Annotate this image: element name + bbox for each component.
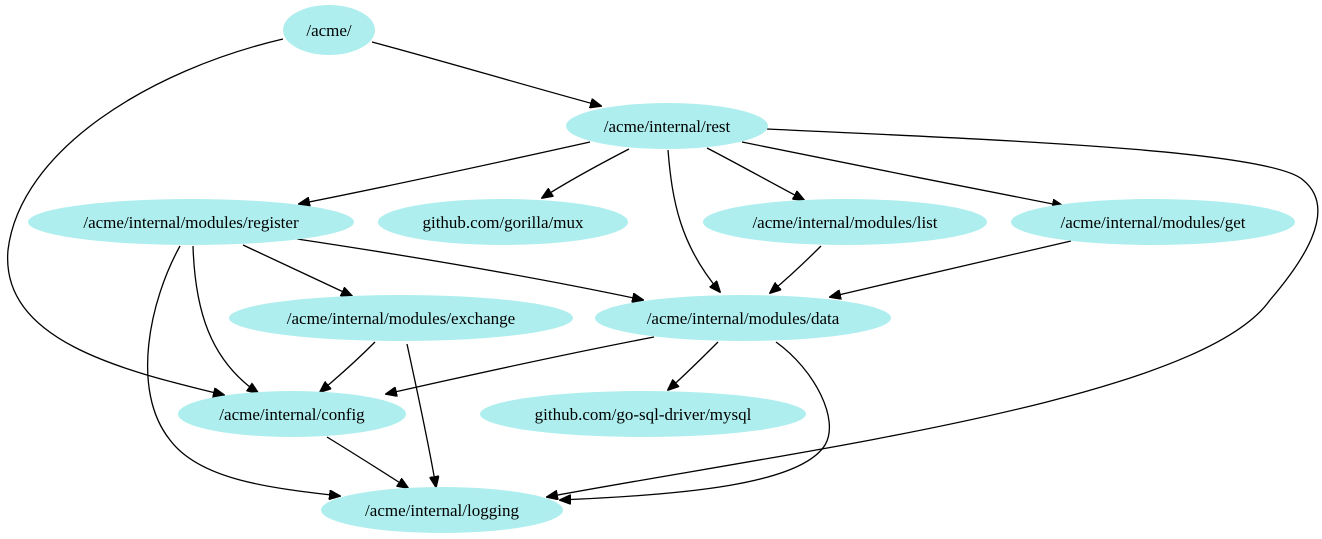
edge-exchange-logging — [406, 343, 436, 487]
node-acme-ellipse — [283, 5, 375, 55]
edge-rest-register — [299, 141, 591, 204]
node-rest[interactable]: /acme/internal/rest — [566, 103, 768, 149]
node-logging[interactable]: /acme/internal/logging — [321, 487, 563, 533]
node-get[interactable]: /acme/internal/modules/get — [1011, 199, 1295, 245]
node-mux-label: github.com/gorilla/mux — [422, 213, 584, 232]
edge-rest-list — [706, 147, 804, 200]
node-get-label: /acme/internal/modules/get — [1060, 213, 1245, 232]
edge-register-config — [192, 245, 258, 393]
node-data-ellipse — [595, 295, 891, 341]
node-mysql[interactable]: github.com/go-sql-driver/mysql — [480, 391, 806, 437]
node-acme-label: /acme/ — [306, 21, 352, 40]
node-acme[interactable]: /acme/ — [283, 5, 375, 55]
edge-rest-logging — [547, 128, 1319, 497]
edge-register-data — [296, 238, 643, 300]
node-mux-ellipse — [378, 199, 628, 245]
node-mysql-ellipse — [480, 391, 806, 437]
edge-rest-get — [741, 141, 1063, 206]
edge-data-mysql — [668, 341, 719, 390]
node-get-ellipse — [1011, 199, 1295, 245]
node-register[interactable]: /acme/internal/modules/register — [28, 199, 354, 245]
node-exchange-label: /acme/internal/modules/exchange — [287, 309, 515, 328]
node-register-ellipse — [28, 199, 354, 245]
node-exchange-ellipse — [229, 295, 573, 341]
node-list[interactable]: /acme/internal/modules/list — [703, 199, 987, 245]
edge-rest-data — [667, 149, 720, 292]
edge-list-data — [770, 245, 822, 293]
node-logging-ellipse — [321, 487, 563, 533]
edge-data-config — [386, 336, 655, 394]
nodes: /acme/ /acme/internal/rest /acme/interna… — [28, 5, 1295, 533]
node-mysql-label: github.com/go-sql-driver/mysql — [535, 405, 752, 424]
node-exchange[interactable]: /acme/internal/modules/exchange — [229, 295, 573, 341]
edge-acme-config — [7, 38, 284, 395]
node-list-label: /acme/internal/modules/list — [752, 213, 937, 232]
node-rest-ellipse — [566, 103, 768, 149]
edge-data-logging — [560, 341, 830, 500]
node-logging-label: /acme/internal/logging — [365, 501, 519, 520]
node-rest-label: /acme/internal/rest — [604, 117, 731, 136]
edge-rest-mux — [542, 148, 630, 198]
node-data[interactable]: /acme/internal/modules/data — [595, 295, 891, 341]
node-list-ellipse — [703, 199, 987, 245]
node-config-ellipse — [178, 391, 406, 437]
edge-acme-rest — [371, 41, 601, 106]
edge-config-logging — [326, 436, 408, 488]
edge-get-data — [830, 240, 1072, 297]
node-config-label: /acme/internal/config — [219, 405, 365, 424]
node-mux[interactable]: github.com/gorilla/mux — [378, 199, 628, 245]
edges — [7, 38, 1319, 500]
node-data-label: /acme/internal/modules/data — [647, 309, 840, 328]
edge-exchange-config — [320, 341, 376, 392]
node-register-label: /acme/internal/modules/register — [83, 213, 299, 232]
edge-register-logging — [146, 245, 340, 496]
node-config[interactable]: /acme/internal/config — [178, 391, 406, 437]
edge-register-exchange — [242, 244, 352, 296]
